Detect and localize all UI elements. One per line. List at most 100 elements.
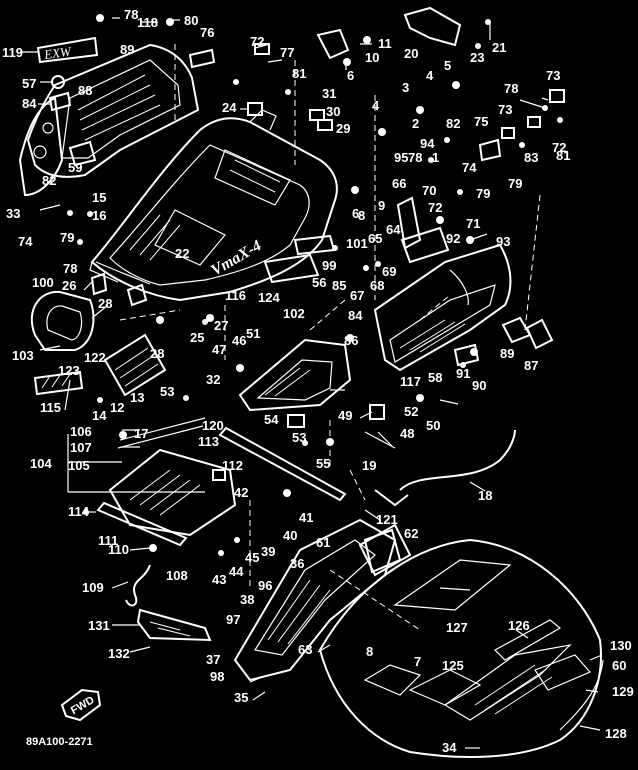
part-label-63: 63 <box>298 642 312 657</box>
part-label-64: 64 <box>386 222 401 237</box>
part-label-58: 58 <box>428 370 442 385</box>
part-label-59: 59 <box>68 160 82 175</box>
part-label-76: 76 <box>200 25 214 40</box>
part-label-84: 84 <box>348 308 363 323</box>
part-label-24: 24 <box>222 100 237 115</box>
part-label-8: 8 <box>358 208 365 223</box>
part-label-28: 28 <box>98 296 112 311</box>
part-label-88: 88 <box>78 83 92 98</box>
model-badge: VmaX-4 <box>208 237 264 279</box>
part-label-82: 82 <box>42 173 56 188</box>
part-label-79: 79 <box>476 186 490 201</box>
part-label-83: 83 <box>524 150 538 165</box>
part-label-30: 30 <box>326 104 340 119</box>
part-label-73: 73 <box>546 68 560 83</box>
part-label-105: 105 <box>68 458 90 473</box>
part-label-92: 92 <box>446 231 460 246</box>
part-label-73: 73 <box>498 102 512 117</box>
part-label-120: 120 <box>202 418 224 433</box>
fwd-arrow-icon: FWD <box>60 688 102 722</box>
part-label-22: 22 <box>175 246 189 261</box>
part-label-23: 23 <box>470 50 484 65</box>
part-label-81: 81 <box>292 66 306 81</box>
center-inner-panel <box>238 338 352 412</box>
fasteners <box>67 14 563 556</box>
right-side-panel <box>373 243 512 372</box>
part-label-35: 35 <box>234 690 248 705</box>
part-label-82: 82 <box>446 116 460 131</box>
part-label-91: 91 <box>456 366 470 381</box>
catalog-code: 89A100-2271 <box>26 736 93 748</box>
part-label-129: 129 <box>612 684 634 699</box>
part-label-2: 2 <box>412 116 419 131</box>
part-label-39: 39 <box>261 544 275 559</box>
part-label-3: 3 <box>402 80 409 95</box>
part-label-101: 101 <box>346 236 368 251</box>
part-label-14: 14 <box>92 408 107 423</box>
part-label-106: 106 <box>70 424 92 439</box>
leader-lines <box>20 17 603 749</box>
part-label-78: 78 <box>504 81 518 96</box>
part-label-81: 81 <box>556 148 570 163</box>
part-label-79: 79 <box>60 230 74 245</box>
part-label-66: 66 <box>392 176 406 191</box>
part-label-61: 61 <box>316 535 330 550</box>
part-label-5: 5 <box>444 58 451 73</box>
upper-cowl <box>89 109 338 302</box>
part-label-29: 29 <box>336 121 350 136</box>
part-label-11: 11 <box>378 36 392 51</box>
part-label-19: 19 <box>362 458 376 473</box>
part-label-123: 123 <box>58 363 80 378</box>
part-label-85: 85 <box>332 278 346 293</box>
part-label-65: 65 <box>368 231 382 246</box>
part-label-70: 70 <box>422 183 436 198</box>
part-label-67: 67 <box>350 288 364 303</box>
part-label-7: 7 <box>414 654 421 669</box>
part-label-127: 127 <box>446 620 468 635</box>
part-label-41: 41 <box>299 510 313 525</box>
part-label-50: 50 <box>426 418 440 433</box>
part-label-89: 89 <box>120 42 134 57</box>
part-label-125: 125 <box>442 658 464 673</box>
part-label-6: 6 <box>352 206 359 221</box>
part-label-36: 36 <box>290 556 304 571</box>
small-parts: EXW <box>30 6 565 642</box>
part-label-32: 32 <box>206 372 220 387</box>
part-label-69: 69 <box>382 264 396 279</box>
part-label-78: 78 <box>408 150 422 165</box>
part-label-80: 80 <box>184 13 198 28</box>
part-label-48: 48 <box>400 426 414 441</box>
part-label-40: 40 <box>283 528 297 543</box>
part-label-47: 47 <box>212 342 226 357</box>
part-label-100: 100 <box>32 275 54 290</box>
part-label-74: 74 <box>18 234 33 249</box>
part-label-131: 131 <box>88 618 110 633</box>
part-label-56: 56 <box>312 275 326 290</box>
part-label-121: 121 <box>376 512 398 527</box>
part-label-17: 17 <box>134 426 148 441</box>
part-label-38: 38 <box>240 592 254 607</box>
part-label-94: 94 <box>420 136 435 151</box>
bottom-fairing <box>318 538 604 758</box>
part-label-15: 15 <box>92 190 106 205</box>
part-label-122: 122 <box>84 350 106 365</box>
part-label-54: 54 <box>264 412 279 427</box>
part-label-87: 87 <box>524 358 538 373</box>
part-label-28: 28 <box>150 346 164 361</box>
part-label-126: 126 <box>508 618 530 633</box>
part-label-25: 25 <box>190 330 204 345</box>
part-label-55: 55 <box>316 456 330 471</box>
part-label-86: 86 <box>344 333 358 348</box>
part-label-60: 60 <box>612 658 626 673</box>
part-label-95: 95 <box>394 150 408 165</box>
part-label-53: 53 <box>160 384 174 399</box>
part-label-89: 89 <box>500 346 514 361</box>
part-label-62: 62 <box>404 526 418 541</box>
part-label-110: 110 <box>108 542 129 557</box>
part-label-57: 57 <box>22 76 36 91</box>
part-label-37: 37 <box>206 652 220 667</box>
part-label-128: 128 <box>605 726 627 741</box>
part-label-72: 72 <box>428 200 442 215</box>
